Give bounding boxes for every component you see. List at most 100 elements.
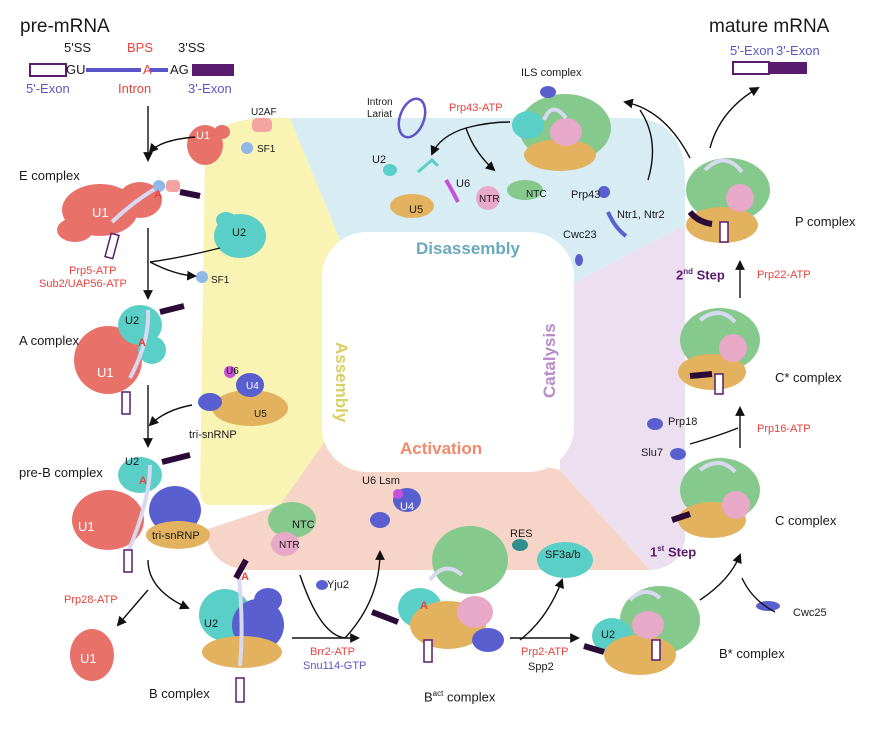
bstar-complex-label: B* complex xyxy=(719,646,785,661)
u1-released-label: U1 xyxy=(80,651,97,666)
p-complex-label: P complex xyxy=(795,214,856,229)
e-complex-structure xyxy=(57,180,201,260)
first-step-label: 1st Step xyxy=(650,544,697,560)
res-sf3ab-structure xyxy=(512,539,593,578)
prp22-label: Prp22-ATP xyxy=(757,269,811,281)
prp43atp-label: Prp43-ATP xyxy=(449,102,503,114)
activation-phase-label: Activation xyxy=(400,439,483,458)
a-complex-structure xyxy=(74,303,185,415)
cwc25-label: Cwc25 xyxy=(793,607,827,619)
ss3-label: 3'SS xyxy=(178,40,206,55)
snu114-label: Snu114-GTP xyxy=(303,660,367,672)
u1-a-label: U1 xyxy=(97,365,114,380)
exon5-label: 5'-Exon xyxy=(26,81,70,96)
u1-top-label: U1 xyxy=(196,130,211,142)
ntc-activation-label: NTC xyxy=(292,519,315,531)
preb-branch-a-label: A xyxy=(139,475,147,487)
b-complex-label: B complex xyxy=(149,686,210,701)
a-complex-label: A complex xyxy=(19,333,79,348)
disassembly-phase-label: Disassembly xyxy=(416,239,520,258)
bstar-complex-structure xyxy=(583,586,700,675)
b-branch-a-label: A xyxy=(241,571,249,583)
released-u1-structure xyxy=(70,629,114,681)
catalysis-phase-label: Catalysis xyxy=(540,323,559,398)
gu-label: GU xyxy=(66,62,86,77)
catalysis-phase-region xyxy=(560,225,685,570)
intron-lariat-label-1: Intron xyxy=(367,97,393,108)
prp28-label: Prp28-ATP xyxy=(64,594,118,606)
ag-label: AG xyxy=(170,62,189,77)
p-complex-structure xyxy=(686,158,770,243)
center-panel xyxy=(322,232,574,472)
ils-complex-structure xyxy=(512,86,611,171)
ntc-ntr-structure xyxy=(268,502,328,590)
u1-e-label: U1 xyxy=(92,205,109,220)
u2-b-label: U2 xyxy=(204,618,219,630)
ntr-disassembly-label: NTR xyxy=(479,194,500,205)
u4-activation-label: U4 xyxy=(400,501,415,513)
pathway-arrows xyxy=(116,87,776,643)
bps-label: BPS xyxy=(127,40,154,55)
tri-snrnp-label: tri-snRNP xyxy=(189,429,237,441)
u2af-label: U2AF xyxy=(251,107,277,118)
premrna-schematic xyxy=(29,63,234,77)
bact-complex-structure xyxy=(370,526,508,663)
e-branch-a-label: A xyxy=(154,189,162,201)
u2-bstar-label: U2 xyxy=(601,629,616,641)
mature-mrna-title: mature mRNA xyxy=(709,16,830,37)
u6-tri-label: U6 xyxy=(226,366,239,377)
disassembly-fragments xyxy=(383,97,628,266)
c-complex-structure xyxy=(671,458,760,538)
prp43-label: Prp43 xyxy=(571,189,601,201)
mature-mrna-schematic xyxy=(732,61,807,75)
ss5-label: 5'SS xyxy=(64,40,92,55)
mature-exon5-label: 5'-Exon xyxy=(730,43,774,58)
intron-label: Intron xyxy=(118,81,152,96)
prp2-label: Prp2-ATP xyxy=(521,646,569,658)
u5-disassembly-label: U5 xyxy=(409,204,424,216)
cstar-complex-label: C* complex xyxy=(775,370,842,385)
sf3ab-label: SF3a/b xyxy=(545,549,581,561)
pre-b-complex-label: pre-B complex xyxy=(19,465,103,480)
prp5-label: Prp5-ATP xyxy=(69,265,117,277)
branch-a-label: A xyxy=(143,62,152,77)
slu7-label: Slu7 xyxy=(641,447,664,459)
exon3-label: 3'-Exon xyxy=(188,81,232,96)
u2-a-label: U2 xyxy=(125,315,140,327)
a-branch-a-label: A xyxy=(138,337,146,349)
tri-snrnp-structure xyxy=(198,366,288,426)
ntr12-label: Ntr1, Ntr2 xyxy=(617,209,665,221)
u6-disassembly-label: U6 xyxy=(456,178,471,190)
ils-complex-label: ILS complex xyxy=(521,67,582,79)
intron-lariat-label-2: Lariat xyxy=(367,109,393,120)
pre-b-complex-structure xyxy=(72,452,210,573)
u6lsm-label: U6 Lsm xyxy=(362,475,400,487)
assembly-phase-label: Assembly xyxy=(332,342,351,423)
prp16-label: Prp16-ATP xyxy=(757,423,811,435)
ntc-disassembly-label: NTC xyxy=(526,189,547,200)
bact-branch-a-label: A xyxy=(420,600,428,612)
prp18-label: Prp18 xyxy=(668,416,698,428)
u2-free-label: U2 xyxy=(232,227,247,239)
bact-complex-label: Bact complex xyxy=(424,689,496,705)
cstar-complex-structure xyxy=(678,308,760,395)
u4-tri-label: U4 xyxy=(246,381,259,392)
sf1-top-label: SF1 xyxy=(257,144,276,155)
c-complex-label: C complex xyxy=(775,513,837,528)
yju2-label: Yju2 xyxy=(327,579,350,591)
u2-disassembly-label: U2 xyxy=(372,154,387,166)
ntr-activation-label: NTR xyxy=(279,540,300,551)
sub2-label: Sub2/UAP56-ATP xyxy=(39,278,127,290)
u2-preb-label: U2 xyxy=(125,456,140,468)
b-complex-structure xyxy=(199,558,284,703)
sf1-released-label: SF1 xyxy=(211,275,230,286)
u4-u6lsm-structure xyxy=(370,488,421,528)
u2-free-structure xyxy=(196,212,266,283)
u5-tri-label: U5 xyxy=(254,409,267,420)
mature-exon3-label: 3'-Exon xyxy=(776,43,820,58)
spp2-label: Spp2 xyxy=(528,661,554,673)
u1-u2af-sf1-cluster xyxy=(187,118,272,165)
prp18-slu7-structure xyxy=(647,418,686,460)
